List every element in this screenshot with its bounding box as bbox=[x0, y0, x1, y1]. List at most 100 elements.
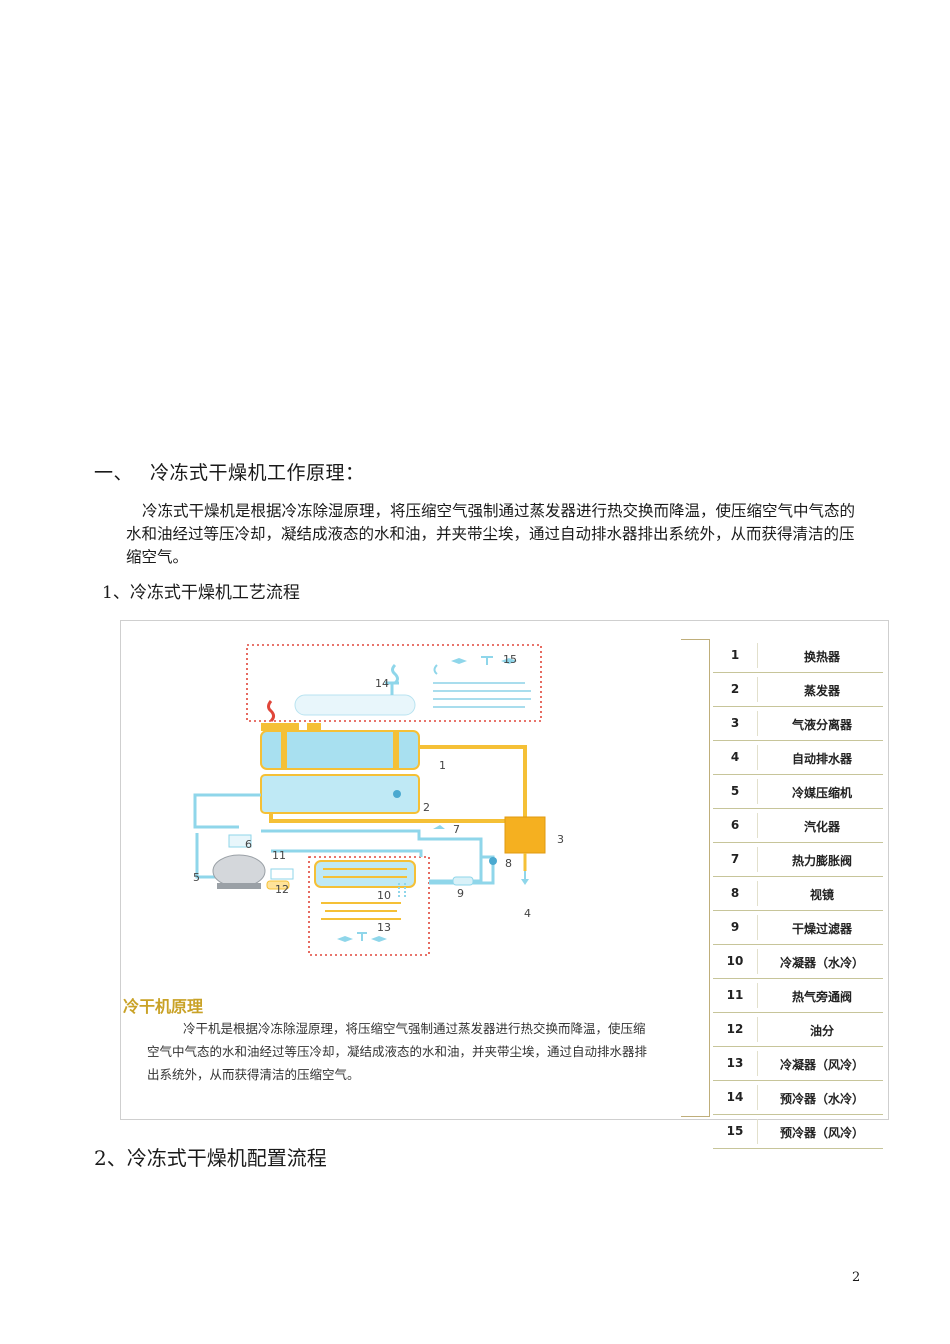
legend-number: 5 bbox=[730, 784, 740, 798]
legend-number: 8 bbox=[730, 886, 740, 900]
diagram-label-15: 15 bbox=[503, 653, 517, 666]
diagram-label-5: 5 bbox=[193, 871, 200, 884]
water-icon bbox=[391, 663, 399, 685]
figure-caption: 冷干机是根据冷冻除湿原理，将压缩空气强制通过蒸发器进行热交换而降温，使压缩空气中… bbox=[147, 1017, 647, 1086]
flow-diagram: 1 2 3 4 5 6 7 8 9 10 11 12 13 14 15 bbox=[193, 644, 564, 956]
hot-air-icon bbox=[267, 700, 275, 723]
legend-name: 热气旁通阀 bbox=[791, 990, 852, 1004]
legend-divider bbox=[757, 1051, 758, 1076]
legend-row: 8 视镜 bbox=[713, 877, 883, 911]
diagram-label-4: 4 bbox=[524, 907, 531, 920]
hot-gas-bypass-valve bbox=[270, 868, 294, 880]
diagram-label-6: 6 bbox=[245, 838, 252, 851]
diagram-label-9: 9 bbox=[457, 887, 464, 900]
legend-name: 冷凝器（水冷） bbox=[779, 956, 864, 970]
legend-row: 7 热力膨胀阀 bbox=[713, 843, 883, 877]
fan-icon bbox=[451, 658, 517, 664]
legend-number: 2 bbox=[730, 682, 740, 696]
fan-icon bbox=[337, 936, 387, 942]
legend-divider bbox=[757, 949, 758, 974]
legend-divider bbox=[757, 881, 758, 906]
diagram-label-1: 1 bbox=[439, 759, 446, 772]
heat-exchanger bbox=[260, 730, 420, 770]
legend-name: 蒸发器 bbox=[803, 684, 840, 698]
legend-name: 热力膨胀阀 bbox=[791, 854, 852, 868]
water-condenser bbox=[314, 860, 416, 888]
legend-number: 12 bbox=[726, 1022, 744, 1036]
diagram-label-11: 11 bbox=[272, 849, 286, 862]
legend-divider bbox=[757, 983, 758, 1008]
diagram-label-13: 13 bbox=[377, 921, 391, 934]
legend-name: 视镜 bbox=[809, 888, 834, 902]
diagram-label-8: 8 bbox=[505, 857, 512, 870]
legend-number: 1 bbox=[730, 648, 740, 662]
legend-row: 11 热气旁通阀 bbox=[713, 979, 883, 1013]
legend-divider bbox=[757, 711, 758, 736]
precooler-water bbox=[294, 694, 416, 716]
process-flow-figure: 1 2 3 4 5 6 7 8 9 10 11 12 13 14 15 冷干机原… bbox=[120, 620, 889, 1149]
legend-number: 11 bbox=[726, 988, 744, 1002]
legend-name: 预冷器（风冷） bbox=[779, 1126, 864, 1140]
legend-row: 4 自动排水器 bbox=[713, 741, 883, 775]
diagram-label-7: 7 bbox=[453, 823, 460, 836]
legend-row: 3 气液分离器 bbox=[713, 707, 883, 741]
legend-divider bbox=[757, 813, 758, 838]
legend-name: 干燥过滤器 bbox=[791, 922, 852, 936]
subsection-heading-process-flow: 1、冷冻式干燥机工艺流程 bbox=[102, 583, 300, 603]
legend-bracket bbox=[681, 639, 710, 1117]
air-condenser bbox=[321, 902, 401, 920]
subsection-heading-configuration-flow: 2、冷冻式干燥机配置流程 bbox=[94, 1146, 327, 1170]
section-title: 冷冻式干燥机工作原理： bbox=[150, 462, 365, 484]
legend-divider bbox=[757, 745, 758, 770]
legend-row: 10 冷凝器（水冷） bbox=[713, 945, 883, 979]
legend-name: 预冷器（水冷） bbox=[779, 1092, 864, 1106]
legend-name: 汽化器 bbox=[803, 820, 840, 834]
legend-row: 1 换热器 bbox=[713, 639, 883, 673]
refrigerant-compressor bbox=[212, 854, 266, 888]
vaporizer bbox=[228, 834, 252, 848]
legend-name: 自动排水器 bbox=[791, 752, 852, 766]
legend-number: 4 bbox=[730, 750, 740, 764]
diagram-label-10: 10 bbox=[377, 889, 391, 902]
legend-number: 9 bbox=[730, 920, 740, 934]
legend-divider bbox=[757, 847, 758, 872]
legend-number: 13 bbox=[726, 1056, 744, 1070]
air-pipe bbox=[419, 745, 527, 821]
drier-filter bbox=[452, 876, 474, 886]
legend-number: 3 bbox=[730, 716, 740, 730]
legend-name: 气液分离器 bbox=[791, 718, 852, 732]
diagram-label-3: 3 bbox=[557, 833, 564, 846]
diagram-label-12: 12 bbox=[275, 883, 289, 896]
sight-glass bbox=[489, 857, 497, 865]
page-number: 2 bbox=[852, 1270, 861, 1285]
legend-row: 9 干燥过滤器 bbox=[713, 911, 883, 945]
figure-caption-text: 冷干机是根据冷冻除湿原理，将压缩空气强制通过蒸发器进行热交换而降温，使压缩空气中… bbox=[147, 1021, 648, 1082]
legend-number: 7 bbox=[730, 852, 740, 866]
legend-divider bbox=[757, 643, 758, 668]
intro-paragraph: 冷冻式干燥机是根据冷冻除湿原理，将压缩空气强制通过蒸发器进行热交换而降温，使压缩… bbox=[126, 500, 866, 569]
section-heading: 一、冷冻式干燥机工作原理： bbox=[94, 458, 365, 485]
legend-number: 10 bbox=[726, 954, 744, 968]
refrigerant-pipe bbox=[193, 793, 261, 829]
gas-liquid-separator bbox=[504, 816, 546, 854]
legend-divider bbox=[757, 1017, 758, 1042]
legend-row: 6 汽化器 bbox=[713, 809, 883, 843]
intro-text: 冷冻式干燥机是根据冷冻除湿原理，将压缩空气强制通过蒸发器进行热交换而降温，使压缩… bbox=[126, 502, 856, 566]
condenser-dashed-box bbox=[308, 856, 430, 956]
legend-divider bbox=[757, 1119, 758, 1144]
figure-title: 冷干机原理 bbox=[123, 997, 204, 1016]
oil-separator bbox=[266, 880, 290, 890]
legend-name: 换热器 bbox=[803, 650, 840, 664]
section-number: 一、 bbox=[94, 462, 134, 484]
precooler-dashed-box bbox=[246, 644, 542, 722]
diagram-label-2: 2 bbox=[423, 801, 430, 814]
legend-number: 6 bbox=[730, 818, 740, 832]
legend-divider bbox=[757, 779, 758, 804]
legend-divider bbox=[757, 915, 758, 940]
